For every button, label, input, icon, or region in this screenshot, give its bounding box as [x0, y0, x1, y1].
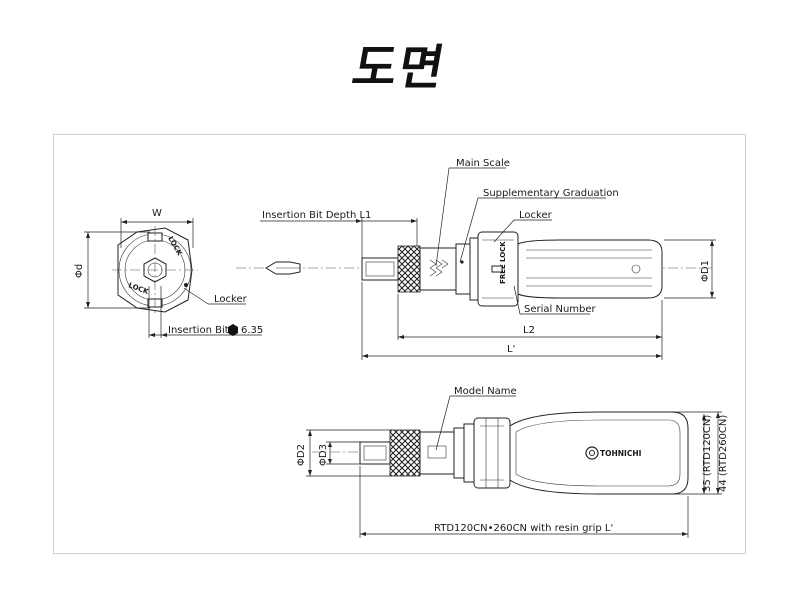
- dim-35-label: 35 (RTD120CN): [702, 415, 713, 492]
- grip-pin: [631, 264, 641, 274]
- resin-length-label: RTD120CN•260CN with resin grip L': [434, 523, 613, 534]
- supplementary-graduation-label: Supplementary Graduation: [483, 188, 619, 199]
- l-prime-dimension-label: L': [507, 344, 515, 355]
- d2-dimension-label: ΦD2: [296, 444, 307, 466]
- resin-grip-view: TOHNICHI ΦD2 ΦD3 Model Name 35 (RTD120CN…: [296, 386, 729, 538]
- insertion-bit-label: Insertion Bit: [168, 325, 229, 336]
- model-name-label: Model Name: [454, 386, 517, 397]
- side-locker-label: Locker: [519, 210, 553, 221]
- resin-ring-2: [463, 423, 475, 483]
- serial-number-label: Serial Number: [524, 304, 597, 315]
- resin-flange: [473, 417, 511, 489]
- free-text: FREE: [499, 264, 507, 284]
- resin-grip: [509, 411, 689, 495]
- brand-text: TOHNICHI: [600, 449, 642, 458]
- resin-bit-socket: [359, 441, 391, 465]
- hex-bit-icon: [228, 324, 238, 336]
- bit-depth-label: Insertion Bit Depth L1: [262, 210, 371, 221]
- side-view: FREE LOCK ΦD1 Insertion Bit Depth L1 Mai…: [236, 158, 716, 360]
- bit-socket: [361, 257, 399, 281]
- end-locker-label: Locker: [214, 294, 248, 305]
- end-view: LOCK LOCK W Φd Locker Insertion Bit 6.35: [74, 208, 263, 338]
- locker-flange: [469, 237, 479, 301]
- grip-handle: [517, 239, 663, 299]
- brand-logo-icon: [585, 446, 599, 460]
- d3-dimension-label: ΦD3: [318, 444, 329, 466]
- resin-knurled-collar: [389, 429, 421, 477]
- knurled-collar: [397, 245, 421, 293]
- d1-dimension-label: ΦD1: [700, 260, 711, 282]
- main-scale-label: Main Scale: [456, 158, 510, 169]
- w-dimension-label: W: [152, 208, 162, 219]
- resin-body: [419, 431, 455, 475]
- dim-44-label: 44 (RTD260CN): [718, 415, 729, 492]
- d-dimension-label: Φd: [74, 264, 85, 278]
- resin-ring-1: [453, 427, 465, 479]
- l2-dimension-label: L2: [523, 325, 535, 336]
- locker-dot: [184, 283, 188, 287]
- insertion-bit-size: 6.35: [241, 325, 263, 336]
- side-lock-text: LOCK: [499, 241, 507, 262]
